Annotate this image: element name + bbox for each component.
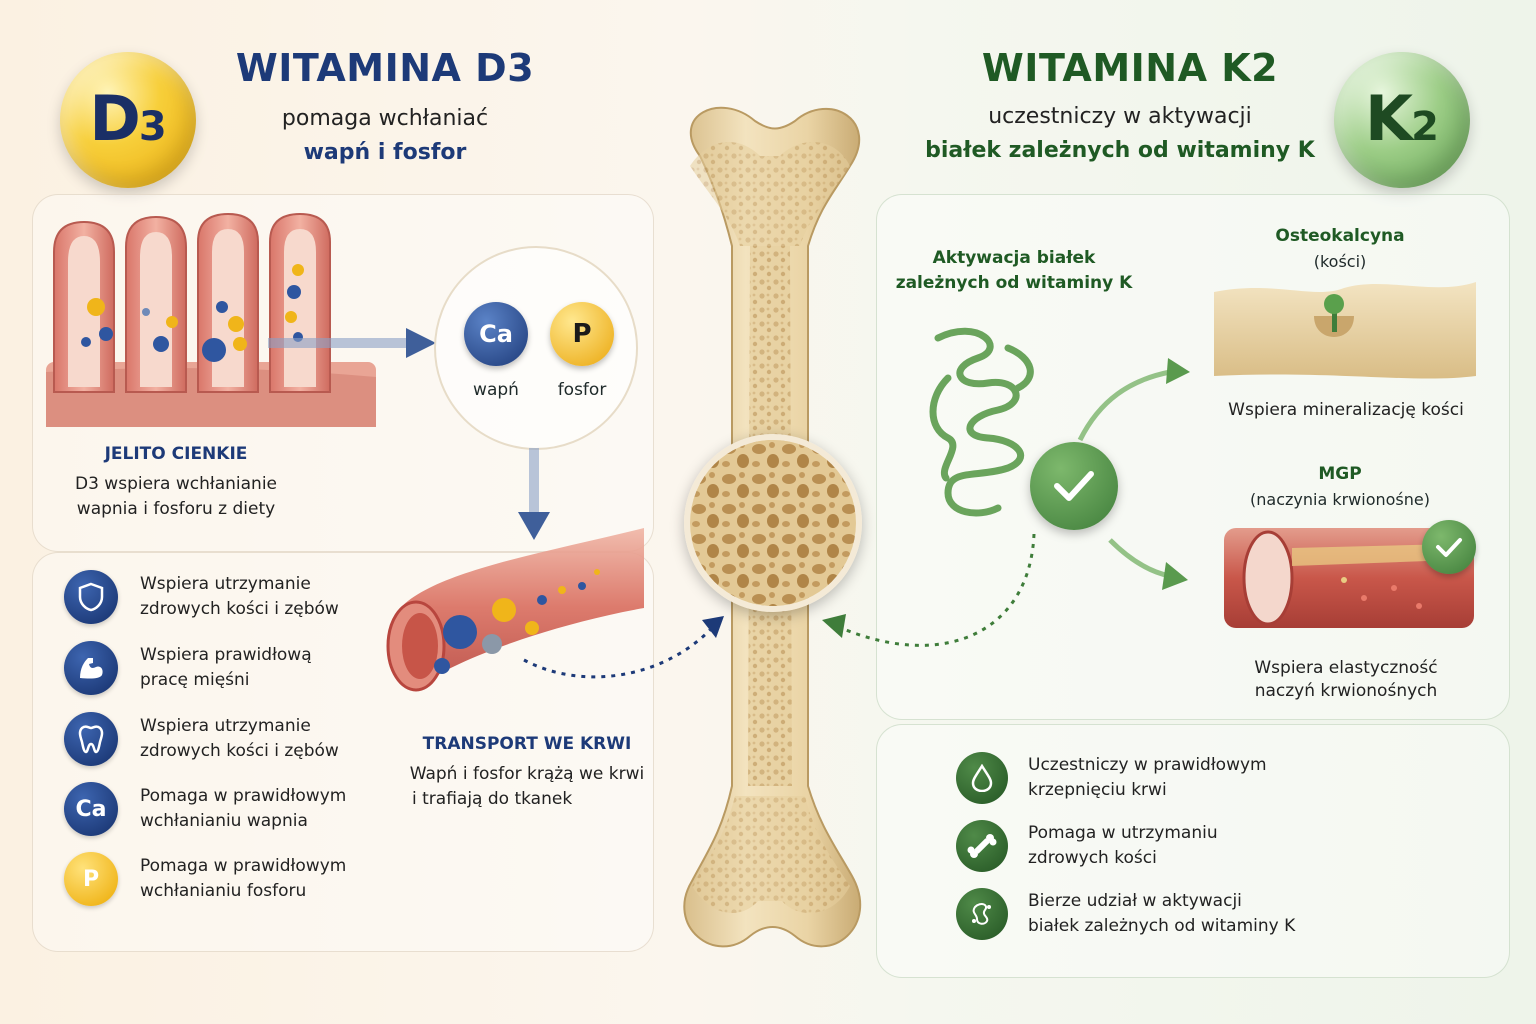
d3-badge-letter: D (89, 82, 140, 155)
d3-badge-number: 3 (138, 104, 167, 150)
k2-benefit-item: Pomaga w utrzymaniu zdrowych kości (956, 820, 1328, 872)
calcium-icon: Ca (64, 782, 118, 836)
mgp-check-icon (1422, 520, 1476, 574)
k2-activation-panel (876, 194, 1510, 720)
dotted-arrow-k2-to-bone (822, 533, 1036, 647)
shield-icon (64, 570, 118, 624)
activation-line-2: zależnych od witaminy K (895, 273, 1133, 293)
dotted-arrow-to-bone (523, 616, 724, 679)
k2-subtitle-2: białek zależnych od witaminy K (925, 138, 1315, 163)
k2-benefit-line2: białek zależnych od witaminy K (1028, 916, 1296, 936)
d3-benefit-line2: pracę mięśni (140, 670, 250, 690)
mgp-subtitle: (naczynia krwionośne) (1250, 490, 1430, 509)
intestine-label: JELITO CIENKIE (104, 444, 248, 464)
protein-icon (956, 888, 1008, 940)
osteocalcin-title: Osteokalcyna (1275, 226, 1405, 246)
osteocalcin-subtitle: (kości) (1313, 252, 1367, 271)
d3-benefit-item: Wspiera utrzymanie zdrowych kości i zębów (64, 712, 400, 766)
calcium-label: wapń (473, 380, 519, 400)
d3-benefit-line1: Pomaga w prawidłowym (140, 786, 347, 806)
activation-arrows (1077, 358, 1190, 590)
d3-subtitle-2: wapń i fosfor (303, 140, 467, 165)
d3-benefit-line2: zdrowych kości i zębów (140, 741, 339, 761)
bone-icon (956, 820, 1008, 872)
d3-benefit-line1: Wspiera prawidłową (140, 645, 312, 665)
phosphorus-icon: P (64, 852, 118, 906)
intestine-text-2: wapnia i fosforu z diety (76, 499, 276, 519)
mgp-vessel-illustration (1224, 528, 1474, 628)
d3-benefit-line2: wchłanianiu wapnia (140, 811, 308, 831)
activation-line-1: Aktywacja białek (932, 248, 1096, 268)
k2-benefit-line2: krzepnięciu krwi (1028, 780, 1167, 800)
d3-benefit-item: Wspiera prawidłową pracę mięśni (64, 641, 400, 695)
protein-structure-illustration (929, 327, 1034, 517)
d3-benefit-line2: wchłanianiu fosforu (140, 881, 307, 901)
d3-benefit-line1: Wspiera utrzymanie (140, 716, 311, 736)
k2-benefit-line1: Uczestniczy w prawidłowym (1028, 755, 1267, 775)
k2-badge-letter: K (1365, 82, 1413, 155)
k2-badge-number: 2 (1411, 104, 1439, 150)
activation-check-icon (1030, 442, 1118, 530)
osteocalcin-bone-illustration (1214, 282, 1476, 379)
d3-benefit-line1: Wspiera utrzymanie (140, 574, 311, 594)
transport-text-2: i trafiają do tkanek (412, 789, 573, 809)
k2-benefit-item: Bierze udział w aktywacji białek zależnyc… (956, 888, 1328, 940)
blood-vessel-illustration (386, 528, 644, 692)
intestine-text-1: D3 wspiera wchłanianie (75, 474, 277, 494)
arrow-to-minerals (268, 328, 436, 358)
d3-benefit-item: Ca Pomaga w prawidłowym wchłanianiu wapni… (64, 782, 400, 836)
k2-benefit-line1: Pomaga w utrzymaniu (1028, 823, 1218, 843)
k2-benefit-line2: zdrowych kości (1028, 848, 1157, 868)
phosphorus-label: fosfor (557, 380, 607, 400)
drop-icon (956, 752, 1008, 804)
arrow-to-blood (518, 448, 550, 540)
tooth-icon (64, 712, 118, 766)
d3-benefit-item: P Pomaga w prawidłowym wchłanianiu fosfor… (64, 852, 400, 906)
mgp-description-2: naczyń krwionośnych (1254, 681, 1438, 701)
k2-title: WITAMINA K2 (981, 46, 1279, 90)
d3-benefit-line1: Pomaga w prawidłowym (140, 856, 347, 876)
d3-benefit-item: Wspiera utrzymanie zdrowych kości i zębów (64, 570, 400, 624)
d3-title: WITAMINA D3 (235, 46, 535, 90)
transport-text-1: Wapń i fosfor krążą we krwi (409, 764, 645, 784)
muscle-icon (64, 641, 118, 695)
phosphorus-sphere: P (550, 302, 614, 366)
k2-subtitle-1: uczestniczy w aktywacji (988, 104, 1252, 129)
d3-benefit-line2: zdrowych kości i zębów (140, 599, 339, 619)
k2-benefit-item: Uczestniczy w prawidłowym krzepnięciu krw… (956, 752, 1328, 804)
mgp-title: MGP (1318, 464, 1362, 484)
bone-cross-section (684, 434, 862, 612)
d3-subtitle-1: pomaga wchłaniać (281, 106, 489, 131)
trabecular-structure (690, 440, 856, 606)
osteocalcin-description: Wspiera mineralizację kości (1228, 400, 1464, 420)
mgp-description-1: Wspiera elastyczność (1254, 658, 1438, 678)
transport-label: TRANSPORT WE KRWI (422, 734, 632, 754)
calcium-sphere: Ca (464, 302, 528, 366)
small-intestine-illustration (46, 212, 376, 427)
k2-benefit-line1: Bierze udział w aktywacji (1028, 891, 1242, 911)
